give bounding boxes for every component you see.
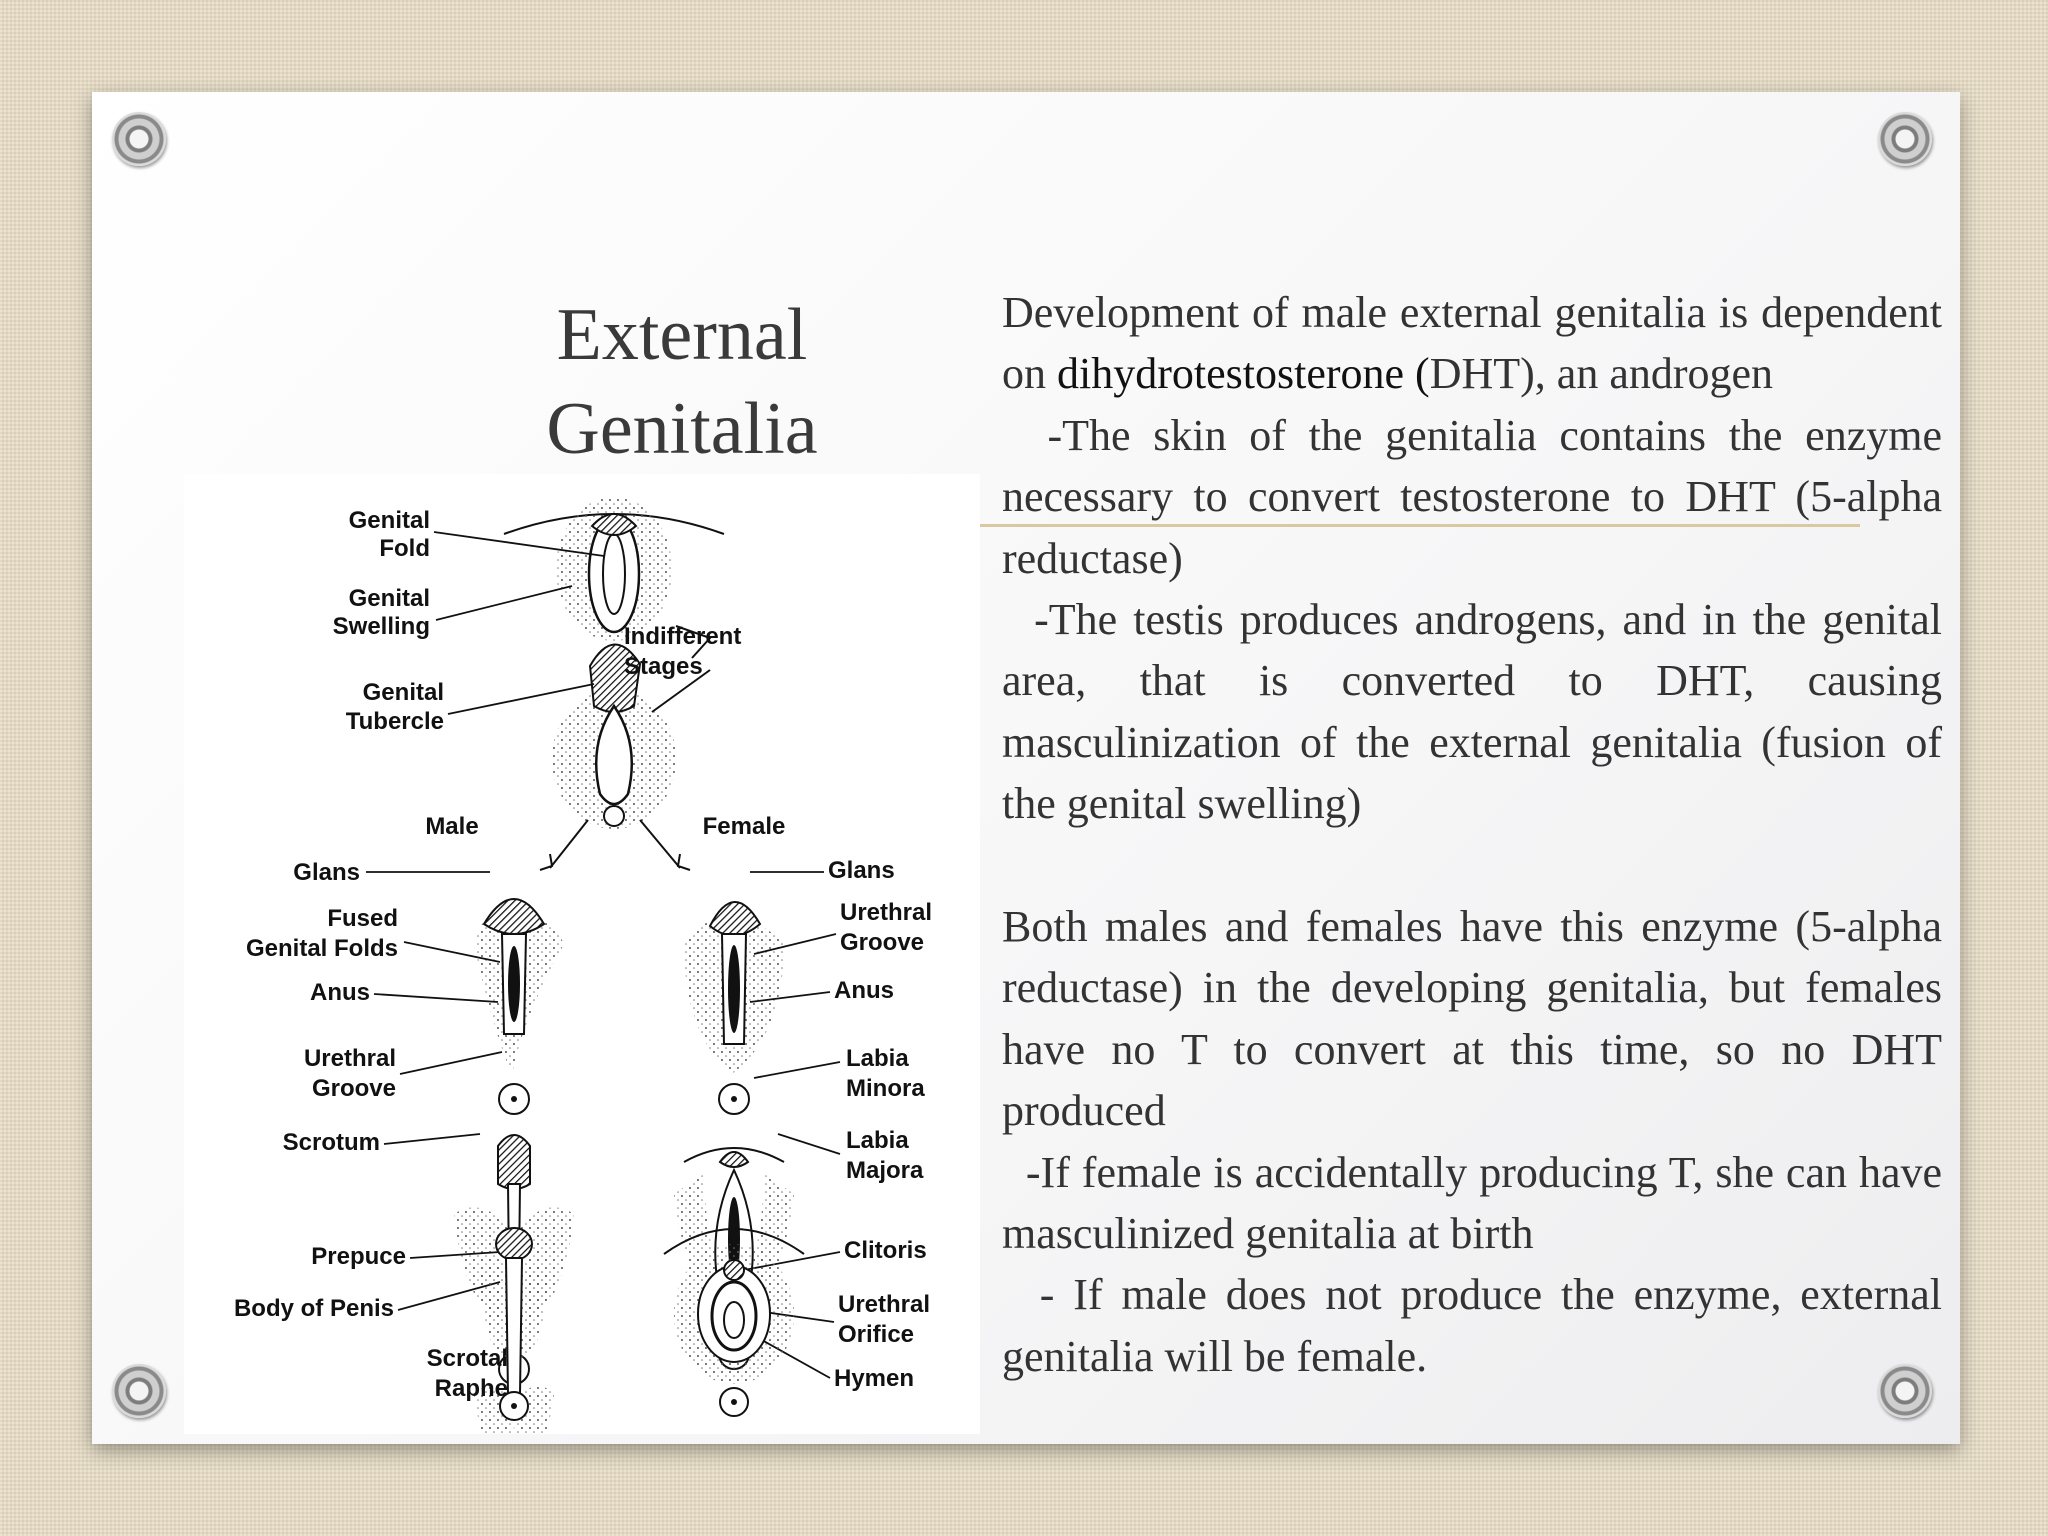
- label-labia-minora-2: Minora: [846, 1075, 925, 1102]
- label-indifferent-2: Stages: [624, 653, 703, 680]
- label-urethral-groove-female-1: Urethral: [840, 899, 932, 926]
- grommet-top-left: [112, 112, 166, 166]
- stage-indifferent-2: [552, 643, 676, 829]
- label-fused-2: Genital Folds: [246, 935, 398, 962]
- label-genital-swelling-2: Swelling: [333, 613, 430, 640]
- p1-end: DHT), an androgen: [1429, 349, 1774, 399]
- grommet-bottom-left: [112, 1364, 166, 1418]
- title-line-2: Genitalia: [546, 388, 818, 470]
- female-stage-glans: [684, 901, 784, 1115]
- p1-start: Development of male external genitalia i…: [1002, 288, 1942, 399]
- label-hymen: Hymen: [834, 1365, 914, 1392]
- label-anus-male: Anus: [310, 979, 370, 1006]
- label-clitoris: Clitoris: [844, 1237, 927, 1264]
- label-fused-1: Fused: [327, 905, 398, 932]
- label-scrotal-raphe-2: Raphe: [435, 1375, 508, 1402]
- label-genital-tubercle-1: Genital: [363, 679, 444, 706]
- paragraph-2: -The skin of the genitalia contains the …: [1002, 410, 1942, 583]
- label-labia-minora-1: Labia: [846, 1045, 909, 1072]
- grommet-bottom-right: [1878, 1364, 1932, 1418]
- paragraph-5: -If female is accidentally producing T, …: [1002, 1147, 1942, 1259]
- label-body-of-penis: Body of Penis: [234, 1295, 394, 1322]
- label-genital-fold-1: Genital: [349, 507, 430, 534]
- label-genital-tubercle-2: Tubercle: [346, 708, 444, 735]
- label-labia-majora-1: Labia: [846, 1127, 909, 1154]
- paragraph-gap: [1002, 835, 1942, 896]
- body-text: Development of male external genitalia i…: [1002, 282, 1942, 1387]
- slide: External Genitalia: [92, 92, 1960, 1444]
- label-labia-majora-2: Majora: [846, 1157, 924, 1184]
- female-stage-5: [663, 1228, 805, 1417]
- label-scrotum: Scrotum: [283, 1129, 380, 1156]
- p1-term: dihydrotestosterone (: [1057, 349, 1430, 399]
- paragraph-3: -The testis produces androgens, and in t…: [1002, 595, 1942, 829]
- label-glans-male: Glans: [293, 859, 360, 886]
- label-urethral-orifice-1: Urethral: [838, 1291, 930, 1318]
- label-urethral-orifice-2: Orifice: [838, 1321, 914, 1348]
- paragraph-6: - If male does not produce the enzyme, e…: [1002, 1270, 1942, 1381]
- stage-indifferent-1: [503, 497, 725, 641]
- paragraph-4: Both males and females have this enzyme …: [1002, 902, 1942, 1136]
- label-indifferent-1: Indifferent: [624, 623, 741, 650]
- label-male: Male: [425, 813, 478, 840]
- male-stage-glans: [474, 898, 564, 1115]
- label-genital-swelling-1: Genital: [349, 585, 430, 612]
- title-line-1: External: [556, 294, 808, 376]
- diagram-svg: Genital Fold Genital Swelling Indifferen…: [234, 497, 932, 1434]
- paragraph-1: Development of male external genitalia i…: [1002, 282, 1942, 405]
- label-female: Female: [703, 813, 786, 840]
- label-scrotal-raphe-1: Scrotal: [427, 1345, 508, 1372]
- grommet-top-right: [1878, 112, 1932, 166]
- label-urethral-groove-male-2: Groove: [312, 1075, 396, 1102]
- label-urethral-groove-male-1: Urethral: [304, 1045, 396, 1072]
- slide-title: External Genitalia: [432, 288, 932, 476]
- label-prepuce: Prepuce: [311, 1243, 406, 1270]
- label-glans-female: Glans: [828, 857, 895, 884]
- label-genital-fold-2: Fold: [379, 535, 430, 562]
- label-anus-female: Anus: [834, 977, 894, 1004]
- male-stage-5: [480, 1227, 548, 1421]
- diagram-labels: Genital Fold Genital Swelling Indifferen…: [234, 507, 932, 1402]
- label-urethral-groove-female-2: Groove: [840, 929, 924, 956]
- stage-arrows: [539, 625, 712, 871]
- genitalia-development-diagram: Genital Fold Genital Swelling Indifferen…: [184, 474, 980, 1434]
- divider-line: [980, 524, 1860, 527]
